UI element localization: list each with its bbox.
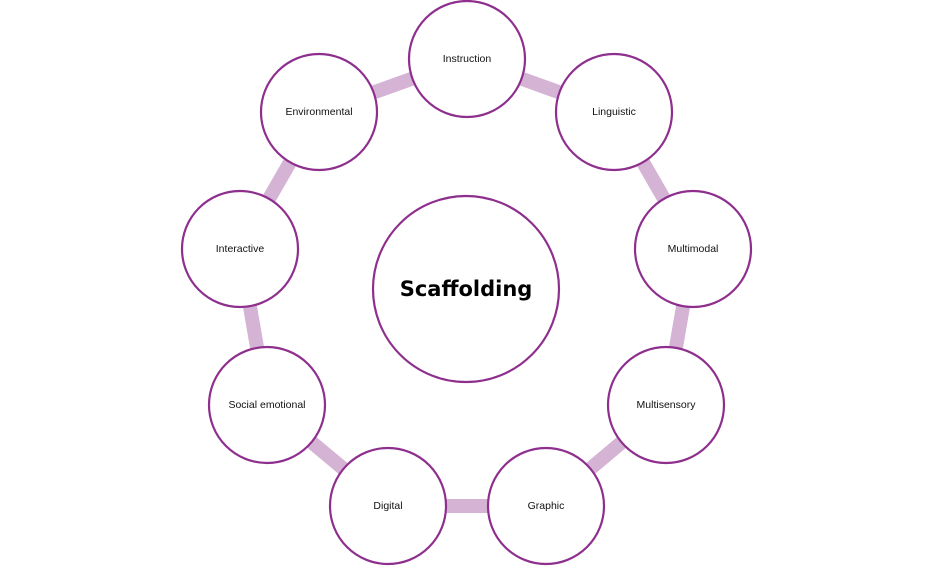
center-node: Scaffolding — [371, 194, 561, 384]
node-instruction: Instruction — [407, 0, 527, 119]
node-circle — [407, 0, 527, 119]
node-circle — [259, 52, 379, 172]
node-label: Multimodal — [668, 243, 719, 255]
node-circle — [328, 446, 448, 566]
node-label: Interactive — [216, 243, 265, 255]
node-social-emotional: Social emotional — [207, 345, 327, 465]
node-multisensory: Multisensory — [606, 345, 726, 465]
node-linguistic: Linguistic — [554, 52, 674, 172]
outer-nodes: InstructionLinguisticMultimodalMultisens… — [180, 0, 753, 566]
node-circle — [207, 345, 327, 465]
center-circle — [371, 194, 561, 384]
center-label: Scaffolding — [400, 277, 533, 301]
node-label: Instruction — [443, 53, 492, 65]
node-digital: Digital — [328, 446, 448, 566]
node-circle — [180, 189, 300, 309]
node-label: Multisensory — [637, 399, 697, 411]
node-circle — [554, 52, 674, 172]
node-multimodal: Multimodal — [633, 189, 753, 309]
node-label: Linguistic — [592, 106, 636, 118]
node-label: Digital — [373, 500, 402, 512]
node-circle — [633, 189, 753, 309]
node-label: Environmental — [285, 106, 352, 118]
node-label: Graphic — [528, 500, 565, 512]
node-circle — [486, 446, 606, 566]
node-circle — [606, 345, 726, 465]
node-environmental: Environmental — [259, 52, 379, 172]
node-interactive: Interactive — [180, 189, 300, 309]
node-graphic: Graphic — [486, 446, 606, 566]
node-label: Social emotional — [228, 399, 305, 411]
